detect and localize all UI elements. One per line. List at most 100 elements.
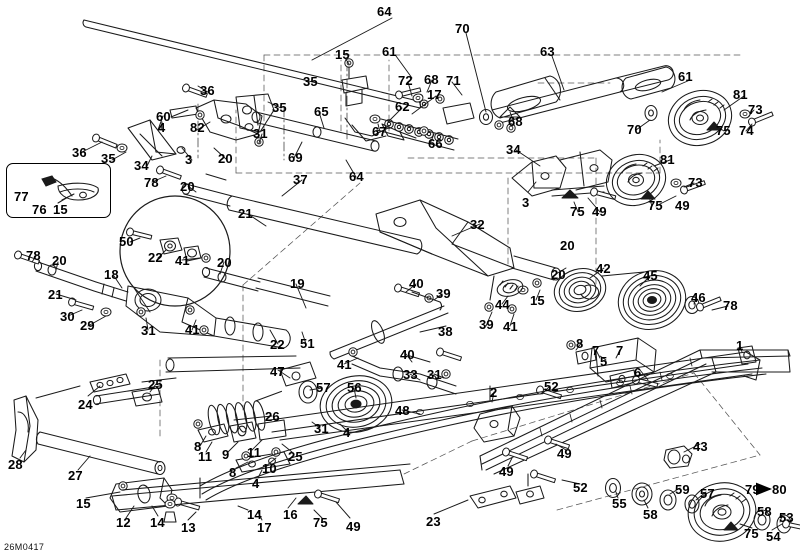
callout-74: 74	[739, 123, 754, 138]
callout-58: 58	[757, 504, 772, 519]
callout-14: 14	[150, 515, 165, 530]
callout-11: 11	[198, 449, 213, 464]
callout-6: 6	[634, 365, 642, 380]
callout-38: 38	[438, 324, 453, 339]
callout-20: 20	[551, 267, 566, 282]
callout-39: 39	[436, 286, 451, 301]
callout-16: 16	[283, 507, 298, 522]
callout-3: 3	[522, 195, 530, 210]
callout-49: 49	[592, 204, 607, 219]
callout-25: 25	[288, 449, 303, 464]
callout-2: 2	[490, 385, 498, 400]
callout-26: 26	[265, 409, 280, 424]
callout-68: 68	[424, 72, 439, 87]
callout-41: 41	[175, 253, 190, 268]
callout-7: 7	[592, 343, 600, 358]
callout-46: 46	[691, 290, 706, 305]
callout-64: 64	[377, 4, 392, 19]
callout-44: 44	[495, 297, 510, 312]
callout-17: 17	[257, 520, 272, 535]
callout-4: 4	[343, 425, 351, 440]
callout-54: 54	[766, 529, 781, 544]
callout-49: 49	[499, 464, 514, 479]
callout-61: 61	[382, 44, 397, 59]
callout-32: 32	[470, 217, 485, 232]
callout-14: 14	[247, 507, 262, 522]
callout-35: 35	[272, 100, 287, 115]
callout-72: 72	[398, 73, 413, 88]
callout-20: 20	[217, 255, 232, 270]
callout-75: 75	[744, 526, 759, 541]
callout-64: 64	[349, 169, 364, 184]
callout-45: 45	[643, 268, 658, 283]
callout-66: 66	[428, 136, 443, 151]
callout-81: 81	[733, 87, 748, 102]
callout-31: 31	[141, 323, 156, 338]
callout-59: 59	[675, 482, 690, 497]
callout-55: 55	[612, 496, 627, 511]
callout-75: 75	[313, 515, 328, 530]
callout-47: 47	[270, 364, 285, 379]
callout-76: 76	[32, 202, 47, 217]
callout-52: 52	[573, 480, 588, 495]
callout-73: 73	[688, 175, 703, 190]
callout-3: 3	[185, 152, 193, 167]
callout-34: 34	[134, 158, 149, 173]
callout-50: 50	[119, 234, 134, 249]
callout-36: 36	[72, 145, 87, 160]
callout-63: 63	[540, 44, 555, 59]
callout-41: 41	[185, 322, 200, 337]
callout-24: 24	[78, 397, 93, 412]
callout-21: 21	[48, 287, 63, 302]
callout-29: 29	[80, 318, 95, 333]
callout-19: 19	[290, 276, 305, 291]
callout-71: 71	[446, 73, 461, 88]
callout-35: 35	[101, 151, 116, 166]
callout-81: 81	[660, 152, 675, 167]
callout-52: 52	[544, 379, 559, 394]
callout-35: 35	[303, 74, 318, 89]
callout-57: 57	[316, 380, 331, 395]
callout-69: 69	[288, 150, 303, 165]
sheet-code: 26M0417	[4, 542, 45, 552]
callout-80: 80	[772, 482, 787, 497]
callout-58: 58	[643, 507, 658, 522]
callout-4: 4	[252, 476, 260, 491]
callout-31: 31	[253, 126, 268, 141]
callout-8: 8	[194, 439, 202, 454]
callout-17: 17	[427, 87, 442, 102]
callout-7: 7	[616, 343, 624, 358]
callout-49: 49	[557, 446, 572, 461]
callout-13: 13	[181, 520, 196, 535]
callout-15: 15	[530, 293, 545, 308]
callout-11: 11	[247, 445, 262, 460]
callout-75: 75	[716, 123, 731, 138]
callout-78: 78	[26, 248, 41, 263]
callout-41: 41	[503, 319, 518, 334]
callout-12: 12	[116, 515, 131, 530]
callout-79: 79	[745, 482, 760, 497]
callout-70: 70	[455, 21, 470, 36]
callout-20: 20	[218, 151, 233, 166]
callout-62: 62	[395, 99, 410, 114]
callout-28: 28	[8, 457, 23, 472]
callout-5: 5	[600, 354, 608, 369]
callout-18: 18	[104, 267, 119, 282]
callout-41: 41	[337, 357, 352, 372]
callout-49: 49	[675, 198, 690, 213]
callout-56: 56	[347, 380, 362, 395]
callout-39: 39	[479, 317, 494, 332]
callout-34: 34	[506, 142, 521, 157]
callout-42: 42	[596, 261, 611, 276]
callout-30: 30	[60, 309, 75, 324]
callout-75: 75	[570, 204, 585, 219]
callout-9: 9	[222, 447, 230, 462]
callout-70: 70	[627, 122, 642, 137]
callout-53: 53	[779, 510, 794, 525]
callout-10: 10	[262, 461, 277, 476]
callout-60: 60	[156, 109, 171, 124]
callout-82: 82	[190, 120, 205, 135]
callout-40: 40	[409, 276, 424, 291]
